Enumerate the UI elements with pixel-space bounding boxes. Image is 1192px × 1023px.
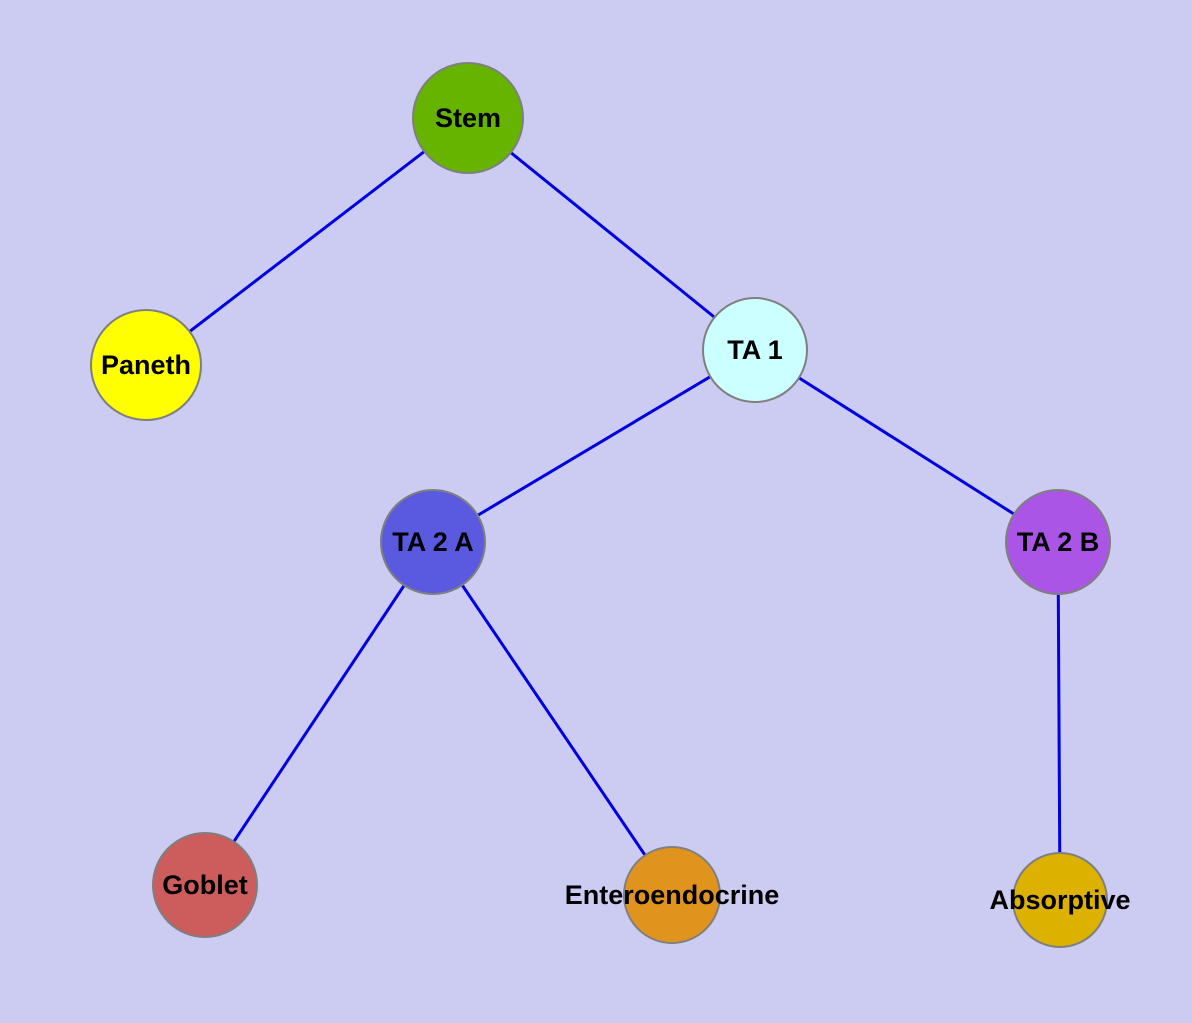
edge-ta2b-absorptive <box>1056 541 1062 901</box>
node-circle-absorptive[interactable] <box>1012 852 1108 948</box>
edge-ta2a-goblet <box>203 541 435 886</box>
node-label-paneth: Paneth <box>101 350 191 380</box>
node-ta2b[interactable]: TA 2 B <box>1005 489 1111 595</box>
node-circle-ta2a[interactable] <box>380 489 486 595</box>
node-absorptive[interactable]: Absorptive <box>989 852 1131 948</box>
node-label-enteroendocrine: Enteroendocrine <box>565 880 780 910</box>
node-goblet[interactable]: Goblet <box>152 832 258 938</box>
node-label-ta2a: TA 2 A <box>392 527 474 557</box>
edge-ta1-ta2b <box>754 348 1059 544</box>
node-label-goblet: Goblet <box>162 870 248 900</box>
node-paneth[interactable]: Paneth <box>90 309 202 421</box>
edge-stem-ta1 <box>467 116 756 352</box>
node-enteroendocrine[interactable]: Enteroendocrine <box>565 846 780 944</box>
node-label-ta2b: TA 2 B <box>1017 527 1100 557</box>
node-circle-ta2b[interactable] <box>1005 489 1111 595</box>
node-circle-paneth[interactable] <box>90 309 202 421</box>
node-label-ta1: TA 1 <box>727 335 783 365</box>
edge-ta1-ta2a <box>432 348 756 544</box>
node-ta2a[interactable]: TA 2 A <box>380 489 486 595</box>
node-circle-stem[interactable] <box>412 62 524 174</box>
node-circle-enteroendocrine[interactable] <box>623 846 721 944</box>
node-label-absorptive: Absorptive <box>989 885 1130 915</box>
edge-ta2a-enteroendocrine <box>431 541 674 896</box>
edge-stem-paneth <box>145 116 469 367</box>
node-circle-goblet[interactable] <box>152 832 258 938</box>
node-ta1[interactable]: TA 1 <box>702 297 808 403</box>
node-circle-ta1[interactable] <box>702 297 808 403</box>
node-stem[interactable]: Stem <box>412 62 524 174</box>
node-label-stem: Stem <box>435 103 501 133</box>
edges-layer <box>145 116 1062 901</box>
